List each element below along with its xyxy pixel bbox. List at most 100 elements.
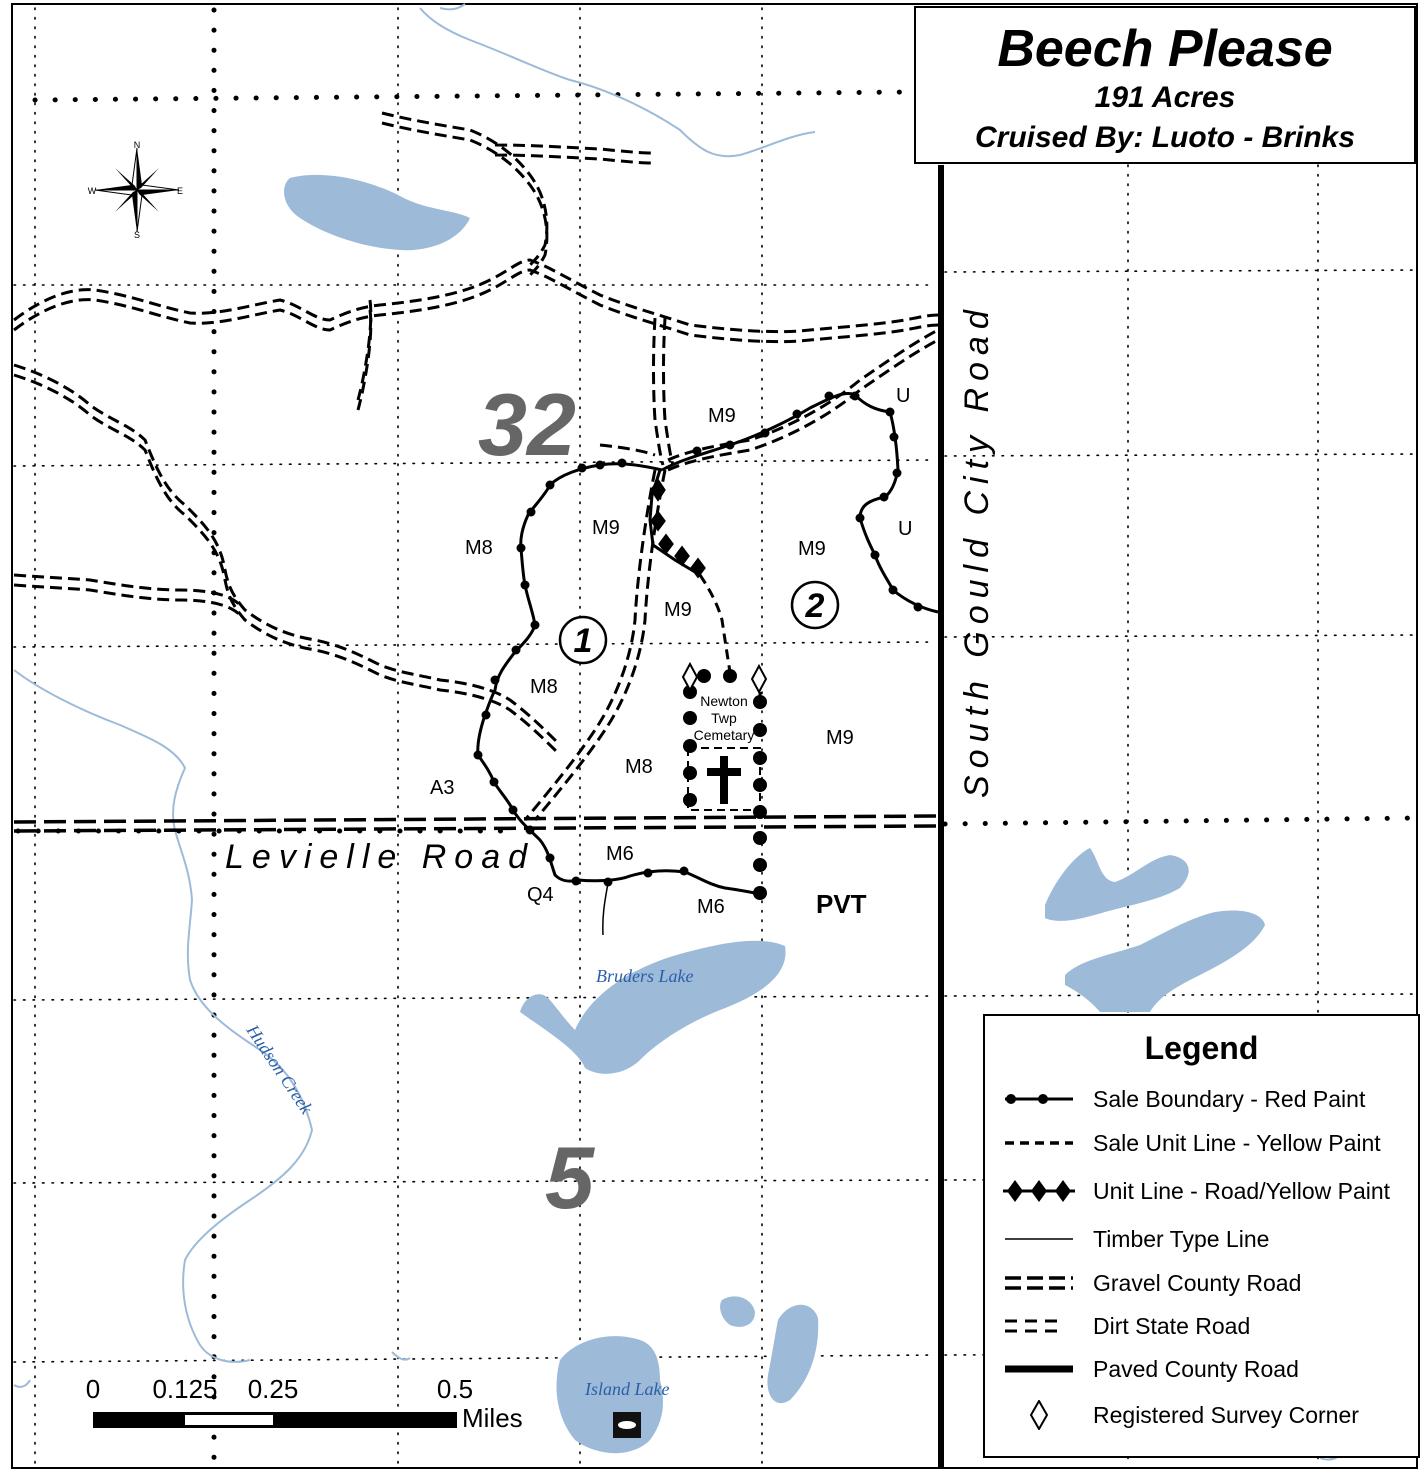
timber-type-label: M6 xyxy=(606,843,634,865)
bruders-lake-label: Bruders Lake xyxy=(596,966,694,986)
timber-type-label: M9 xyxy=(664,599,692,621)
scale-tick-label: 0 xyxy=(86,1374,100,1404)
legend-item: Paved County Road xyxy=(999,1354,1409,1384)
compass-east-label: E xyxy=(177,186,183,196)
small-lake-2 xyxy=(767,1304,819,1404)
fish-icon xyxy=(618,1421,636,1429)
gravel-road-icon xyxy=(1005,1276,1073,1290)
bruders-lake xyxy=(520,940,786,1074)
sale-name: Beech Please xyxy=(997,20,1333,78)
timber-type-label: M9 xyxy=(798,538,826,560)
unit-circles xyxy=(558,580,840,665)
dirt-road-ridge xyxy=(13,268,939,757)
dirt-road-east xyxy=(667,338,939,472)
legend-item: Dirt State Road xyxy=(999,1311,1409,1341)
unit-1-circle xyxy=(558,615,608,665)
dirt-road-north xyxy=(381,111,653,267)
paved-road-icon xyxy=(1005,1365,1073,1373)
legend-item: Timber Type Line xyxy=(999,1224,1409,1254)
dirt-road-ridge xyxy=(13,258,939,747)
timber-type-label: M8 xyxy=(530,676,558,698)
cemetery-label: Newton xyxy=(700,693,747,709)
sale-boundary xyxy=(476,392,939,896)
unit-line-icon xyxy=(1005,1141,1073,1145)
dirt-road-north xyxy=(381,121,653,277)
legend-label: Unit Line - Road/Yellow Paint xyxy=(1093,1178,1391,1204)
survey-corner-icon xyxy=(750,663,768,695)
legend-item: Unit Line - Road/Yellow Paint xyxy=(999,1176,1409,1206)
legend-item: Gravel County Road xyxy=(999,1268,1409,1298)
timber-type-label: M8 xyxy=(465,537,493,559)
cemetery-label: Twp xyxy=(711,710,737,726)
legend-label: Timber Type Line xyxy=(1093,1226,1270,1252)
dirt-road-east xyxy=(599,328,939,462)
timber-type-label: A3 xyxy=(430,777,454,799)
dirt-road-icon xyxy=(1005,1319,1061,1333)
timber-type-label: M9 xyxy=(592,517,620,539)
diamond-line-icon xyxy=(1003,1180,1075,1202)
sale-boundary-vertices xyxy=(473,391,923,887)
timber-type-label: U xyxy=(896,385,910,407)
legend-title: Legend xyxy=(1144,1030,1259,1066)
streams xyxy=(13,3,1346,1461)
cemetery-label: Cemetary xyxy=(694,727,755,743)
east-lake-1 xyxy=(1045,848,1189,921)
legend-label: Gravel County Road xyxy=(1093,1270,1302,1296)
levielle-road xyxy=(13,814,939,833)
timber-type-label: M9 xyxy=(708,405,736,427)
legend-label: Registered Survey Corner xyxy=(1093,1402,1359,1428)
legend-label: Sale Boundary - Red Paint xyxy=(1093,1086,1366,1112)
legend-item: Sale Unit Line - Yellow Paint xyxy=(999,1128,1409,1158)
diamond-line xyxy=(648,469,706,579)
scale-unit-label: Miles xyxy=(462,1403,523,1433)
dirt-road-spurs xyxy=(523,317,665,821)
scale-tick-label: 0.25 xyxy=(248,1374,299,1404)
timber-type-label: Q4 xyxy=(527,884,554,906)
survey-corner-icon xyxy=(681,661,699,693)
dirt-road-spurs xyxy=(533,317,675,821)
south-gould-city-road-label: South Gould City Road xyxy=(958,303,996,798)
cross-icon xyxy=(707,756,741,804)
timber-type-label: M8 xyxy=(625,756,653,778)
scale-tick-label: 0.125 xyxy=(152,1374,217,1404)
legend-label: Sale Unit Line - Yellow Paint xyxy=(1093,1130,1381,1156)
north-lake xyxy=(284,174,470,251)
compass-west-label: W xyxy=(88,186,97,196)
pvt-label: PVT xyxy=(816,889,867,919)
scale-tick-label: 0.5 xyxy=(437,1374,473,1404)
section-lines xyxy=(15,7,1420,1468)
survey-corner-icons xyxy=(681,661,768,695)
timber-type-lines xyxy=(602,882,609,936)
legend-item: Registered Survey Corner xyxy=(999,1400,1409,1430)
timber-type-label: U xyxy=(898,518,912,540)
legend-item: Sale Boundary - Red Paint xyxy=(999,1084,1409,1114)
section-number: 5 xyxy=(545,1128,595,1227)
unit-number: 1 xyxy=(574,622,593,660)
timber-type-label: M9 xyxy=(826,727,854,749)
small-lake-1 xyxy=(720,1296,755,1327)
cemetery-inner xyxy=(687,747,761,811)
sale-acres: 191 Acres xyxy=(1094,81,1236,114)
scale-bar xyxy=(93,1412,457,1428)
compass-south-label: S xyxy=(134,230,140,240)
legend: Legend Sale Boundary - Red Paint Sale Un… xyxy=(983,1014,1420,1458)
legend-label: Dirt State Road xyxy=(1093,1313,1251,1339)
unit-2-circle xyxy=(790,580,840,630)
title-box: Beech Please 191 Acres Cruised By: Luoto… xyxy=(914,6,1416,164)
timber-type-label: M6 xyxy=(697,896,725,918)
section-number: 32 xyxy=(478,375,576,474)
water xyxy=(284,174,1265,1454)
compass-north-label: N xyxy=(134,140,141,150)
island-lake-label: Island Lake xyxy=(584,1379,670,1399)
unit-number: 2 xyxy=(805,587,825,625)
survey-corner-icon xyxy=(1029,1400,1049,1430)
compass-rose-icon xyxy=(94,147,180,233)
east-lake-2 xyxy=(1065,910,1265,1012)
boundary-line-icon xyxy=(1005,1094,1073,1104)
cruised-by: Cruised By: Luoto - Brinks xyxy=(974,121,1356,154)
thin-line-icon xyxy=(1005,1238,1073,1240)
levielle-road-label: Levielle Road xyxy=(225,838,535,876)
legend-label: Paved County Road xyxy=(1093,1356,1299,1382)
dirt-roads xyxy=(13,111,939,821)
